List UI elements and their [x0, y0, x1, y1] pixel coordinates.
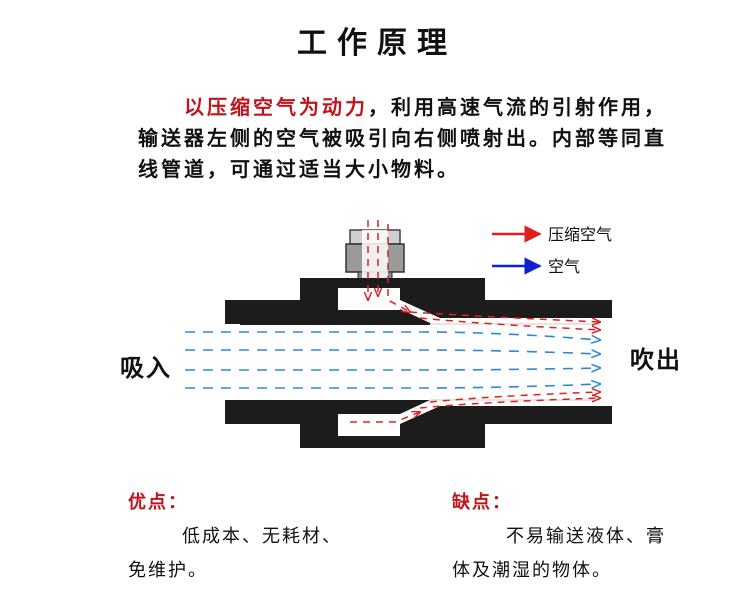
intro-highlight: 以压缩空气为动力	[184, 95, 368, 119]
pros-body: 低成本、无耗材、免维护。	[128, 526, 342, 581]
compressed-air-arrows	[350, 220, 600, 423]
intro-paragraph: 以压缩空气为动力，利用高速气流的引射作用，输送器左侧的空气被吸引向右侧喷射出。内…	[138, 92, 678, 185]
pros-title: 优点：	[128, 492, 188, 513]
cons-body: 不易输送液体、膏体及潮湿的物体。	[452, 526, 666, 581]
amplifier-body	[225, 278, 612, 448]
cons-title: 缺点：	[452, 492, 512, 513]
pros-text: 低成本、无耗材、免维护。	[128, 520, 348, 588]
air-amplifier-diagram: 压缩空气 空气	[185, 220, 612, 448]
legend: 压缩空气 空气	[492, 225, 612, 276]
air-inlet-fitting	[345, 229, 405, 287]
inlet-label: 吸入	[120, 353, 172, 382]
outlet-label: 吹出	[630, 345, 682, 374]
page-title: 工作原理	[297, 26, 457, 61]
air-flow-arrows	[185, 331, 600, 388]
cons-text: 不易输送液体、膏体及潮湿的物体。	[452, 520, 682, 588]
intro-text: ，利用高速气流的引射作用，输送器左侧的空气被吸引向右侧喷射出。内部等同直线管道，…	[138, 95, 667, 181]
legend-compressed-air-label: 压缩空气	[548, 225, 612, 244]
legend-air-label: 空气	[548, 257, 580, 276]
